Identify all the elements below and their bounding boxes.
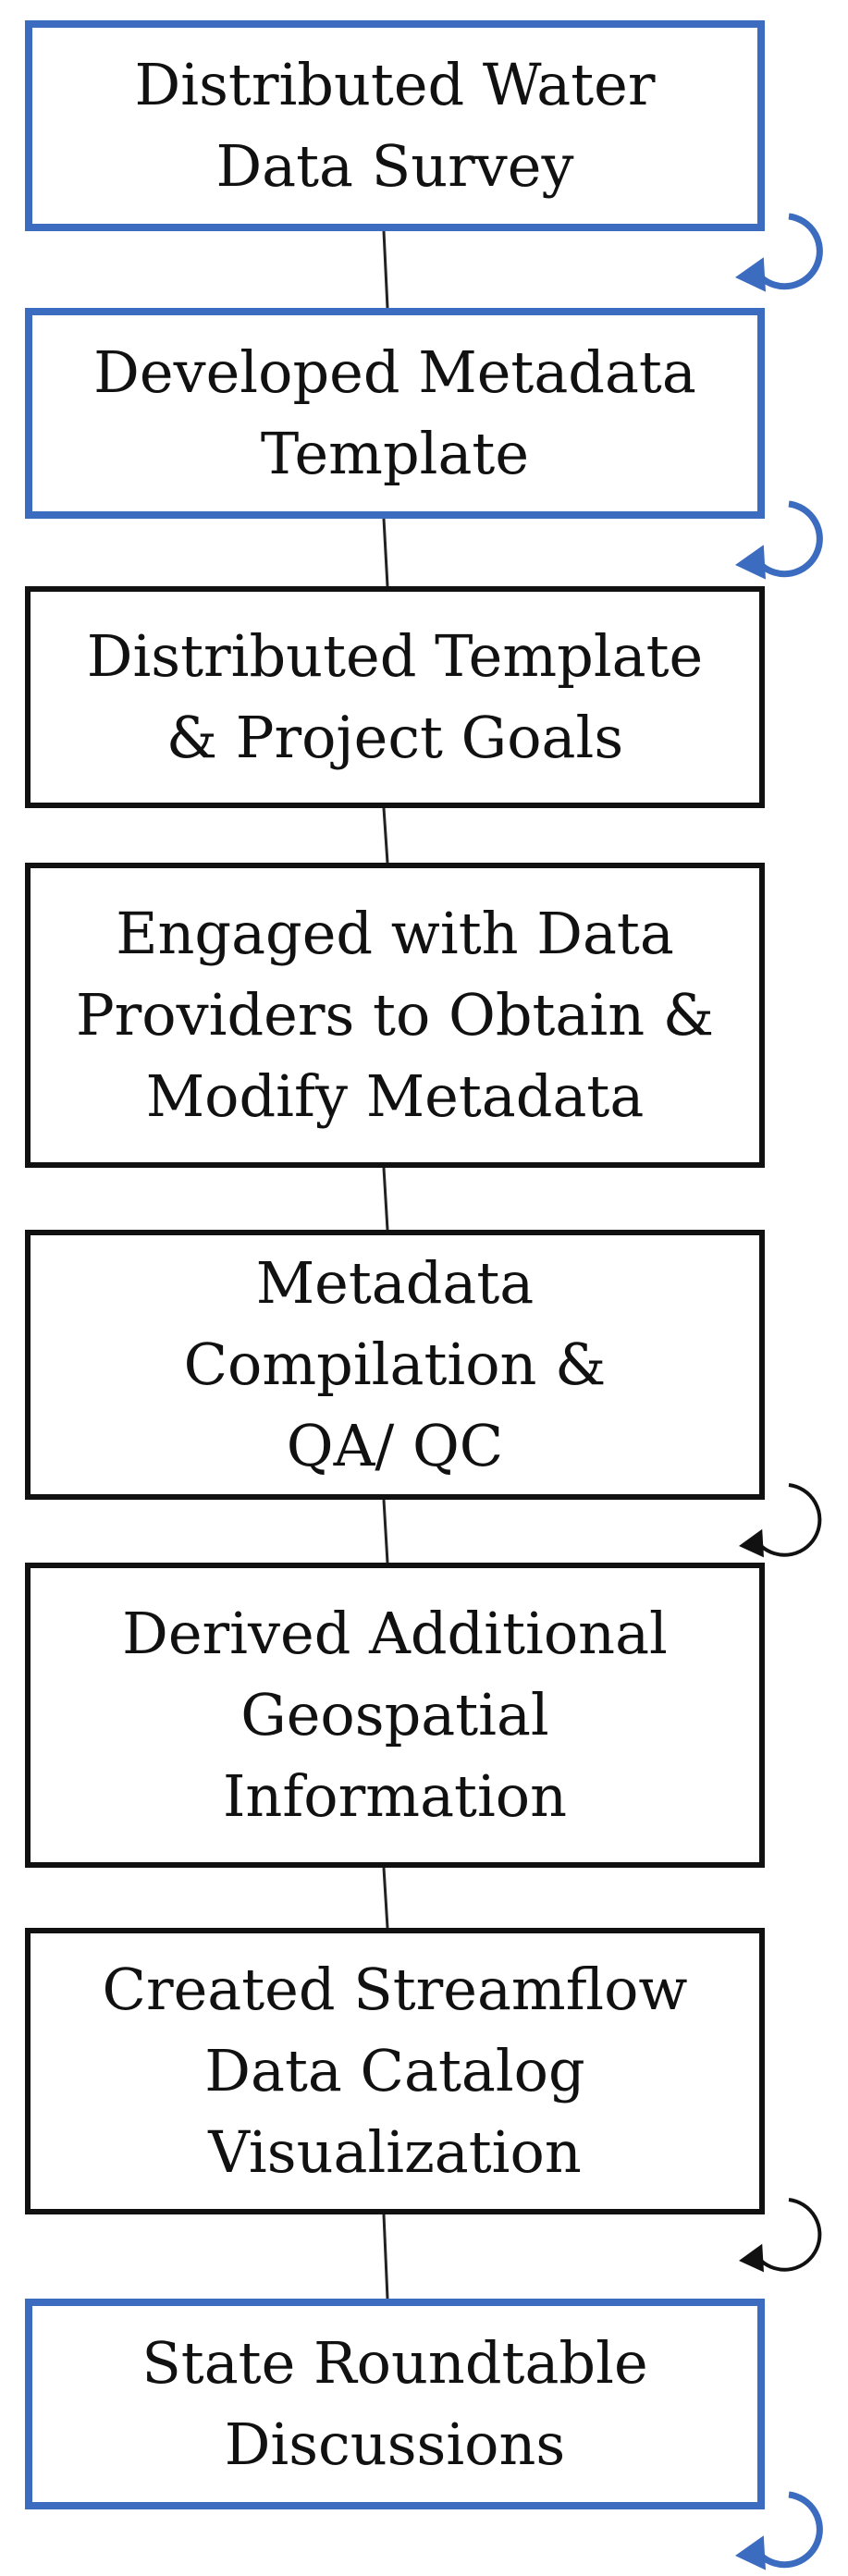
connector-line [382,1167,389,1231]
step-created-streamflow-data-catalog-visualization: Created Streamflow Data Catalog Visualiz… [25,1928,765,2214]
step-state-roundtable-discussions: State Roundtable Discussions [25,2299,765,2509]
step-label: Developed Metadata Template [93,338,696,487]
step-label: State Roundtable Discussions [141,2329,648,2478]
connector-line [382,230,389,309]
connector-line [382,518,389,587]
loop-arc [759,2198,822,2272]
step-label: Distributed Water Data Survey [134,51,656,200]
loop-arc [758,2491,823,2569]
connector-line [382,1499,389,1564]
step-developed-metadata-template: Developed Metadata Template [25,308,765,519]
loop-arrow-icon [739,1483,822,1558]
step-distributed-water-data-survey: Distributed Water Data Survey [25,20,765,231]
step-metadata-compilation-qa-qc: Metadata Compilation & QA/ QC [25,1230,765,1500]
loop-arrow-icon [739,2198,822,2273]
loop-arrowhead [739,2243,764,2273]
step-label: Metadata Compilation & QA/ QC [183,1249,607,1479]
step-label: Created Streamflow Data Catalog Visualiz… [102,1956,688,2186]
step-distributed-template-project-goals: Distributed Template & Project Goals [25,586,765,808]
loop-arrowhead [735,545,766,580]
step-label: Derived Additional Geospatial Informatio… [122,1600,668,1830]
step-engaged-with-data-providers: Engaged with Data Providers to Obtain & … [25,863,765,1168]
loop-arrow-icon [735,213,823,292]
loop-arrow-icon [735,500,823,580]
connector-line [382,2214,389,2300]
loop-arrowhead [735,2535,766,2570]
loop-arc [758,213,823,290]
loop-arc [759,1483,822,1557]
loop-arrow-icon [735,2491,823,2570]
step-derived-additional-geospatial-information: Derived Additional Geospatial Informatio… [25,1563,765,1868]
connector-line [382,1867,389,1929]
step-label: Engaged with Data Providers to Obtain & … [75,900,715,1130]
loop-arrowhead [735,257,766,292]
loop-arc [758,500,823,578]
step-label: Distributed Template & Project Goals [86,622,704,771]
connector-line [382,807,389,864]
loop-arrowhead [739,1528,764,1558]
